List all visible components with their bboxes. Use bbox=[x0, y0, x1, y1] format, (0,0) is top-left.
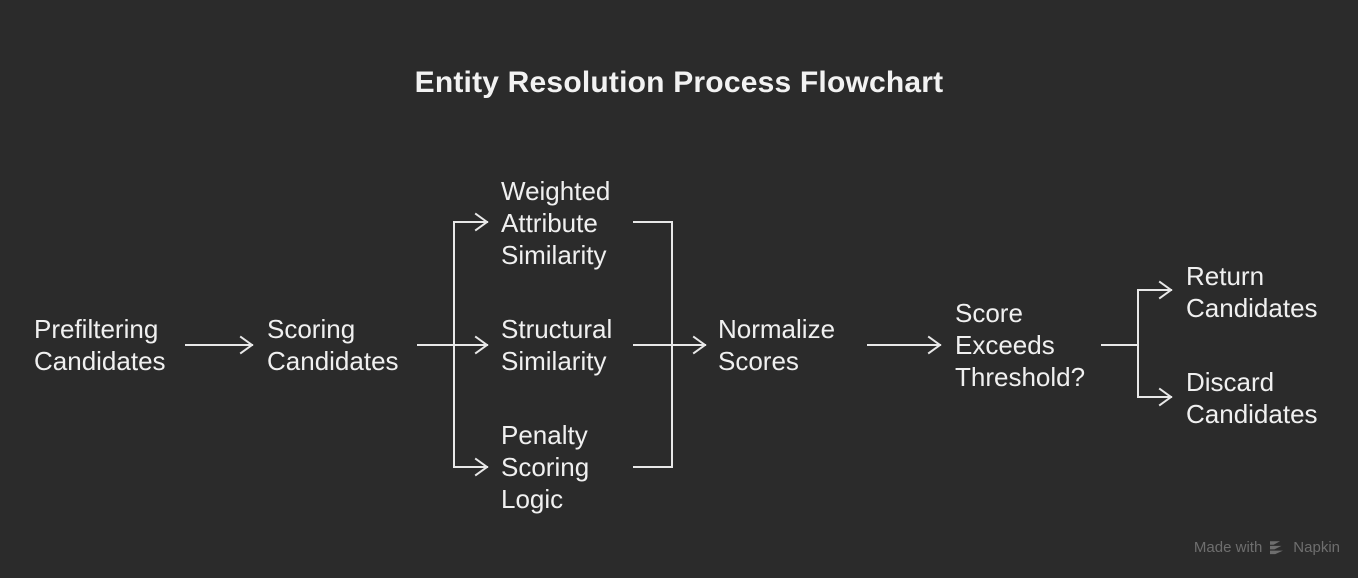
edge-scoring-to-branches bbox=[417, 212, 489, 477]
napkin-chevron-logo bbox=[1270, 541, 1284, 555]
node-prefiltering-candidates: Prefiltering Candidates bbox=[34, 314, 166, 376]
node-discard-candidates: Discard Candidates bbox=[1186, 367, 1318, 429]
edge-threshold-to-outcomes bbox=[1101, 280, 1173, 407]
node-penalty-scoring-logic: Penalty Scoring Logic bbox=[501, 420, 590, 514]
edge-normalize-to-threshold bbox=[867, 335, 942, 355]
edge-branches-to-normalize bbox=[633, 221, 707, 468]
watermark-brand: Napkin bbox=[1293, 539, 1340, 556]
edge-prefiltering-to-scoring bbox=[185, 335, 254, 355]
node-normalize-scores: Normalize Scores bbox=[718, 314, 836, 376]
napkin-watermark: Made with Napkin bbox=[1194, 539, 1340, 556]
node-scoring-candidates: Scoring Candidates bbox=[267, 314, 399, 376]
node-return-candidates: Return Candidates bbox=[1186, 261, 1318, 323]
page-title: Entity Resolution Process Flowchart bbox=[414, 66, 944, 99]
watermark-prefix: Made with bbox=[1193, 539, 1263, 556]
node-structural-similarity: Structural Similarity bbox=[501, 314, 613, 376]
node-weighted-attribute-similarity: Weighted Attribute Similarity bbox=[501, 176, 611, 270]
node-score-exceeds-threshold: Score Exceeds Threshold? bbox=[955, 298, 1086, 392]
